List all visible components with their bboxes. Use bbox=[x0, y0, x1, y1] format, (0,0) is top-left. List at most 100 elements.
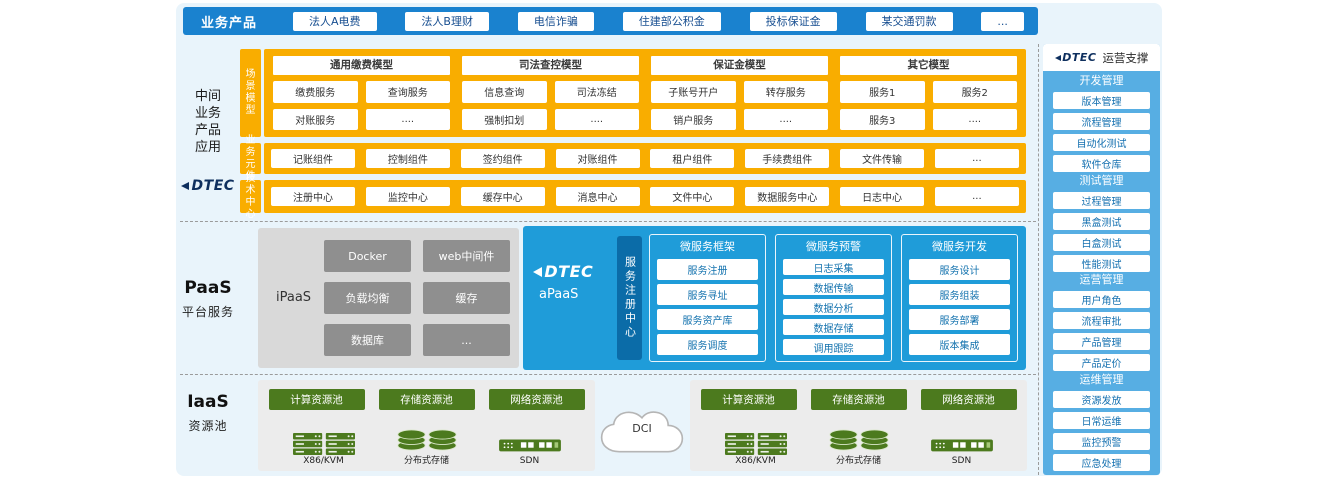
scene-service-chip: 子账号开户 bbox=[651, 81, 736, 103]
dtec-logo-text: DTEC bbox=[1062, 51, 1097, 64]
tech-center-chip: 数据服务中心 bbox=[745, 187, 830, 206]
operations-title: 运营支撑 bbox=[1102, 50, 1149, 65]
dtec-logo-text: DTEC bbox=[191, 178, 235, 194]
ops-section-items: 资源发放日常运维监控预警应急处理 bbox=[1053, 390, 1150, 471]
hardware-label: SDN bbox=[951, 456, 972, 466]
scene-service-chip: .... bbox=[554, 108, 639, 130]
hardware-item: SDN bbox=[930, 435, 993, 466]
ops-item-chip: 产品定价 bbox=[1053, 354, 1150, 372]
ops-item-chip: 日常运维 bbox=[1053, 411, 1150, 429]
iaas-sublabel: 资源池 bbox=[188, 419, 228, 433]
scene-model-group-title: 保证金模型 bbox=[651, 56, 828, 75]
ipaas-service-chip: 负载均衡 bbox=[324, 282, 411, 314]
resource-pool-chip: 计算资源池 bbox=[700, 389, 797, 410]
ops-item-chip: 产品管理 bbox=[1053, 333, 1150, 351]
hardware-label: X86/KVM bbox=[735, 456, 776, 466]
tech-center-chip: 文件中心 bbox=[650, 187, 735, 206]
tech-center-chip: 日志中心 bbox=[840, 187, 925, 206]
ops-section: 测试管理 过程管理黑盒测试白盒测试性能测试 bbox=[1043, 173, 1160, 272]
business-component-chip: 租户组件 bbox=[650, 149, 735, 168]
dtec-logo: DTEC bbox=[181, 178, 234, 194]
distributed-storage-icon bbox=[396, 429, 457, 451]
scene-model-group-items: 信息查询司法冻结强制扣划.... bbox=[462, 81, 639, 130]
operations-header: DTEC 运营支撑 bbox=[1043, 44, 1160, 71]
operations-panel: DTEC 运营支撑 开发管理 版本管理流程管理自动化测试软件仓库 测试管理 过程… bbox=[1043, 44, 1160, 475]
ops-section-title: 运维管理 bbox=[1079, 372, 1124, 386]
ops-section: 开发管理 版本管理流程管理自动化测试软件仓库 bbox=[1043, 73, 1160, 173]
apaas-service-chip: 调用跟踪 bbox=[783, 339, 884, 355]
scene-model-group-items: 缴费服务查询服务对账服务.... bbox=[273, 81, 450, 130]
ops-section-title: 运营管理 bbox=[1079, 273, 1124, 287]
scene-service-chip: 对账服务 bbox=[273, 108, 358, 130]
ipaas-service-chip: ... bbox=[423, 324, 510, 356]
dtec-triangle-icon bbox=[1054, 54, 1061, 61]
scene-service-chip: 服务3 bbox=[840, 108, 925, 130]
scene-model-group-items: 子账号开户转存服务销户服务.... bbox=[651, 81, 828, 130]
product-chip: 投标保证金 bbox=[749, 11, 837, 31]
ops-section-items: 过程管理黑盒测试白盒测试性能测试 bbox=[1053, 191, 1150, 272]
ipaas-service-chip: web中间件 bbox=[423, 240, 510, 272]
ipaas-items: Docker web中间件负载均衡缓存数据库... bbox=[324, 240, 510, 356]
paas-label-wrap: PaaS 平台服务 bbox=[176, 278, 240, 320]
tech-centers-strip: 注册中心监控中心缓存中心消息中心文件中心数据服务中心日志中心... bbox=[264, 180, 1026, 213]
scene-service-chip: 信息查询 bbox=[462, 81, 547, 103]
ops-item-chip: 资源发放 bbox=[1053, 390, 1150, 408]
ops-item-chip: 监控预警 bbox=[1053, 432, 1150, 450]
apaas-service-chip: 版本集成 bbox=[909, 334, 1010, 355]
tech-center-chip: 注册中心 bbox=[271, 187, 355, 206]
business-component-chip: 对账组件 bbox=[555, 149, 640, 168]
scene-model-group-title: 其它模型 bbox=[840, 56, 1017, 75]
business-components-strip: 记账组件控制组件签约组件对账组件租户组件手续费组件文件传输... bbox=[264, 143, 1026, 174]
scene-models-panel: 通用缴费模型 缴费服务查询服务对账服务.... 司法查控模型 信息查询司法冻结强… bbox=[264, 49, 1026, 137]
dtec-logo-text: DTEC bbox=[544, 262, 594, 281]
ops-item-chip: 过程管理 bbox=[1053, 191, 1150, 209]
sdn-switch-icon bbox=[498, 439, 561, 452]
ops-item-chip: 流程审批 bbox=[1053, 312, 1150, 330]
apaas-column: 微服务开发 服务设计服务组装服务部署版本集成 bbox=[901, 234, 1018, 362]
tech-center-chip: 缓存中心 bbox=[460, 187, 545, 206]
business-component-chip: 文件传输 bbox=[840, 149, 925, 168]
scene-service-chip: 司法冻结 bbox=[554, 81, 639, 103]
resource-pool-chip: 网络资源池 bbox=[488, 389, 585, 410]
apaas-column-title: 微服务开发 bbox=[932, 240, 987, 253]
sdn-switch-icon bbox=[930, 439, 993, 452]
middle-section-label-wrap: 中间业务产品应用 bbox=[176, 88, 240, 156]
apaas-service-chip: 服务寻址 bbox=[657, 284, 758, 305]
resource-pool-chip: 存储资源池 bbox=[378, 389, 475, 410]
scene-service-chip: .... bbox=[743, 108, 828, 130]
apaas-service-chip: 服务设计 bbox=[909, 259, 1010, 280]
ipaas-service-chip: Docker bbox=[324, 240, 411, 272]
iaas-cluster: 计算资源池存储资源池网络资源池 bbox=[690, 380, 1027, 471]
ipaas-service-chip: 数据库 bbox=[324, 324, 411, 356]
apaas-column-items: 服务注册服务寻址服务资产库服务调度 bbox=[657, 259, 758, 355]
apaas-service-chip: 服务调度 bbox=[657, 334, 758, 355]
paas-sublabel: 平台服务 bbox=[181, 305, 234, 319]
hardware-row: X86/KVM 分布式存储 bbox=[258, 410, 595, 471]
hardware-item: X86/KVM bbox=[724, 433, 787, 466]
ops-item-chip: 应急处理 bbox=[1053, 453, 1150, 471]
scene-service-chip: 销户服务 bbox=[651, 108, 736, 130]
ops-item-chip: 白盒测试 bbox=[1053, 233, 1150, 251]
hardware-label: 分布式存储 bbox=[835, 456, 881, 466]
scene-service-chip: 转存服务 bbox=[743, 81, 828, 103]
apaas-service-chip: 服务部署 bbox=[909, 309, 1010, 330]
scene-service-chip: .... bbox=[932, 108, 1017, 130]
apaas-columns: 微服务框架 服务注册服务寻址服务资产库服务调度 微服务预警 日志采集数据传输数据… bbox=[649, 234, 1018, 362]
business-component-chip: 记账组件 bbox=[271, 149, 355, 168]
ops-section-items: 版本管理流程管理自动化测试软件仓库 bbox=[1053, 92, 1150, 173]
components-row-tab: 业务元件 bbox=[240, 135, 261, 182]
apaas-service-chip: 日志采集 bbox=[783, 259, 884, 275]
scene-service-chip: 服务2 bbox=[932, 81, 1017, 103]
business-component-chip: 签约组件 bbox=[460, 149, 545, 168]
apaas-column-items: 服务设计服务组装服务部署版本集成 bbox=[909, 259, 1010, 355]
ops-item-chip: 黑盒测试 bbox=[1053, 212, 1150, 230]
ops-section-title: 测试管理 bbox=[1079, 173, 1124, 187]
ops-item-chip: 性能测试 bbox=[1053, 254, 1150, 272]
business-component-chip: 控制组件 bbox=[365, 149, 450, 168]
ipaas-service-chip: 缓存 bbox=[423, 282, 510, 314]
apaas-column: 微服务框架 服务注册服务寻址服务资产库服务调度 bbox=[649, 234, 766, 362]
ops-section-title: 开发管理 bbox=[1079, 74, 1124, 88]
product-chip: ... bbox=[981, 11, 1024, 31]
server-rack-icon bbox=[292, 433, 355, 455]
